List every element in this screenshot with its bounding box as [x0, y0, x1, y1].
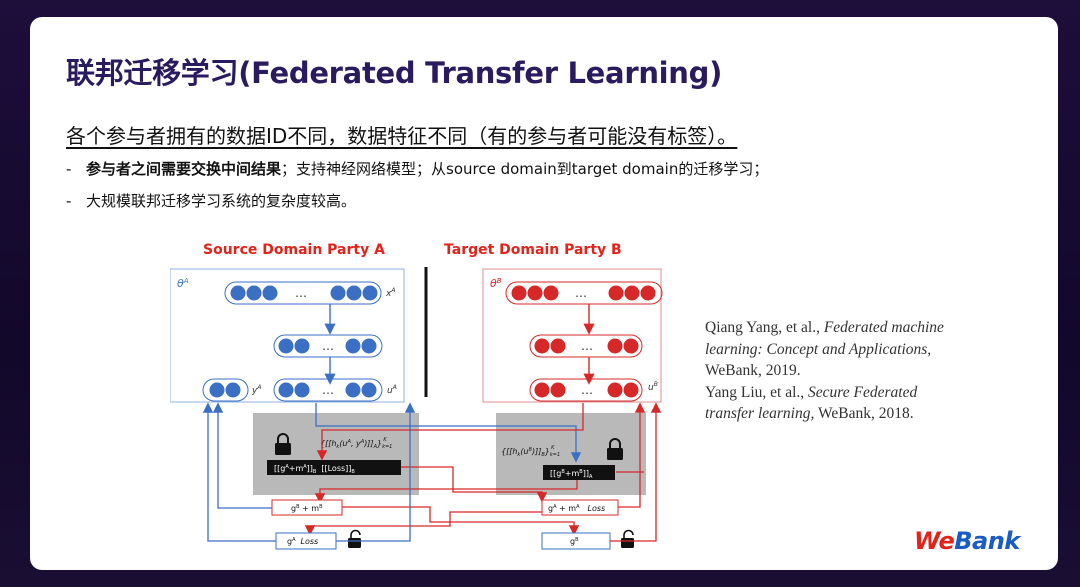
party-b-model-box [482, 268, 662, 403]
ellipsis: … [322, 339, 334, 353]
slide-title: 联邦迁移学习(Federated Transfer Learning) [66, 56, 723, 90]
webank-logo: WeBank [914, 527, 1020, 555]
theta-a-label: θA [177, 277, 189, 290]
bullet-item-1: -参与者之间需要交换中间结果；支持神经网络模型；从source domain到t… [66, 158, 768, 179]
citation: Qiang Yang, et al., Federated machine le… [705, 317, 965, 425]
ellipsis: … [322, 383, 334, 397]
ellipsis: … [581, 339, 593, 353]
bullet-text: 大规模联邦迁移学习系统的复杂度较高。 [86, 192, 357, 210]
party-a-hidden-nodes [278, 338, 377, 354]
lock-icon [607, 438, 623, 460]
party-a-encrypted-gradient: [[gA+mA]]B[[Loss]]B [274, 464, 355, 475]
feedback-a-outer [202, 402, 276, 542]
party-b-output-nodes [534, 382, 639, 398]
exchange-a-grad [401, 466, 548, 503]
party-a-output-layer [273, 378, 383, 402]
exchange-a-to-b [315, 403, 582, 463]
party-b-encrypted-gradient-box [543, 465, 615, 480]
logo-bank: Bank [954, 527, 1020, 555]
lock-icon [275, 433, 291, 455]
party-b-encrypted-gradient: [[gB+mB]]A [550, 469, 593, 480]
ya-label: yA [251, 384, 261, 396]
citation-2-title: Secure Federated transfer learning, [705, 383, 918, 423]
party-b-input-nodes [511, 285, 656, 301]
citation-2-source: WeBank, 2018. [814, 405, 914, 422]
party-a-model-box [170, 268, 405, 403]
feedback-b-model [610, 402, 662, 542]
unlock-icon [348, 529, 361, 548]
party-b-encrypted-expr: {[[hk(uB)]]B}k=1K [501, 445, 560, 458]
slide: 联邦迁移学习(Federated Transfer Learning) 各个参与… [30, 17, 1058, 570]
party-a-title: Source Domain Party A [203, 242, 385, 258]
federated-transfer-diagram: Source Domain Party A Target Domain Part… [170, 242, 663, 550]
party-a-encrypted-gradient-box [267, 460, 401, 475]
party-a-input-layer [224, 281, 382, 305]
party-b-hidden-nodes [534, 338, 639, 354]
theta-b-label: θB [490, 277, 502, 290]
party-b-title: Target Domain Party B [444, 242, 622, 258]
ellipsis: … [575, 286, 587, 300]
ua-label: uA [387, 384, 397, 396]
bullet-dash: - [66, 192, 72, 210]
bullet-text: ；支持神经网络模型；从source domain到target domain的迁… [281, 160, 769, 178]
logo-we: We [914, 527, 955, 555]
citation-2-authors: Yang Liu, et al., [705, 383, 809, 401]
bullet-bold-text: 参与者之间需要交换中间结果 [86, 160, 282, 178]
party-a-hidden-layer [273, 334, 383, 358]
party-a-encrypted-expr: {[[hk(uA, yA)]]A}k=1K [320, 437, 392, 450]
unlock-icon [621, 529, 634, 548]
party-b-input-layer [505, 281, 663, 305]
citation-1-source: WeBank, 2019. [705, 362, 801, 379]
party-a-output-nodes [278, 382, 377, 398]
citation-1-authors: Qiang Yang, et al., [705, 319, 824, 336]
party-a-input-nodes [230, 285, 378, 301]
party-a-label-box [202, 378, 249, 402]
exchange-b-to-a [316, 403, 584, 461]
feedback-b-loss [618, 402, 646, 508]
ub-label: uB [648, 381, 658, 393]
party-a-masked-gradient: gB + mB [291, 504, 323, 513]
feedback-a-loss [212, 402, 272, 509]
party-a-label-nodes [209, 382, 241, 398]
ellipsis: … [581, 383, 593, 397]
citation-1-title: Federated machine learning: Concept and … [705, 319, 944, 358]
exchange-masked-b-to-a [304, 511, 542, 536]
bullet-item-2: -大规模联邦迁移学习系统的复杂度较高。 [66, 190, 356, 211]
party-b-hidden-layer [529, 334, 643, 358]
exchange-b-grad-return [314, 480, 578, 504]
ellipsis: … [295, 286, 307, 300]
slide-subtitle: 各个参与者拥有的数据ID不同，数据特征不同（有的参与者可能没有标签）。 [66, 124, 738, 148]
party-b-output-layer [529, 378, 643, 402]
bullet-dash: - [66, 160, 72, 178]
xa-label: xA [385, 287, 395, 299]
feedback-a-model [336, 402, 416, 542]
exchange-masked-a-to-b [342, 506, 580, 536]
party-b-gradient: gB [570, 537, 579, 546]
